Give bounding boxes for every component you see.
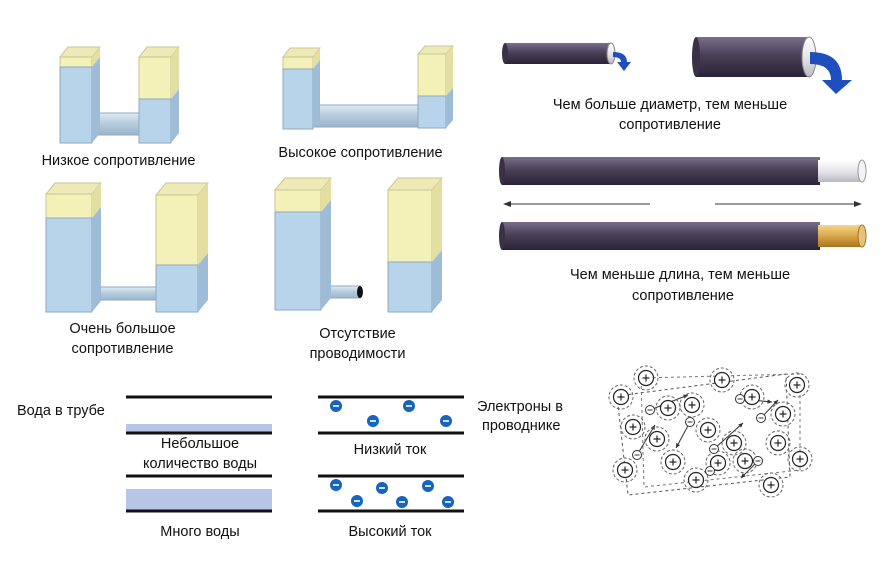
positive-ion [612, 457, 638, 483]
positive-ion [784, 372, 810, 398]
wire-thin [502, 42, 631, 71]
free-electron [705, 466, 715, 476]
positive-ion [644, 426, 670, 452]
positive-ion [633, 365, 659, 391]
electron-dot [330, 479, 342, 491]
free-electron [645, 405, 655, 415]
label-much-water: Много воды [160, 524, 240, 540]
length-dimension-line [503, 201, 862, 207]
electron-path-arrow [713, 422, 744, 450]
positive-ion [620, 414, 646, 440]
label-high-resistance: Высокое сопротивление [278, 145, 443, 161]
vessel-no-conductivity [273, 177, 444, 313]
label-no-conductivity-line1: Отсутствие [319, 326, 396, 342]
vessel-low-resistance [58, 46, 181, 144]
label-very-high-line2: сопротивление [71, 341, 174, 357]
free-electron [685, 417, 695, 427]
electron-dot [351, 495, 363, 507]
electron-dot [367, 415, 379, 427]
positive-ion [770, 401, 796, 427]
vessel-very-high-resistance [44, 182, 210, 313]
conductor-lattice [608, 365, 813, 498]
positive-ion [695, 417, 721, 443]
positive-ion [679, 392, 705, 418]
pipe-small-water [126, 395, 272, 435]
free-electron [753, 456, 763, 466]
electron-dot [440, 415, 452, 427]
vessel-high-resistance [281, 45, 455, 130]
positive-ion [758, 472, 784, 498]
label-low-current: Низкий ток [353, 442, 427, 458]
electron-dot [442, 496, 454, 508]
wire-thick [692, 36, 852, 94]
wire-short [499, 222, 867, 250]
label-diameter-line2: сопротивление [619, 117, 721, 133]
positive-ion [655, 395, 681, 421]
label-high-current: Высокий ток [348, 524, 432, 540]
pipe-much-water [126, 474, 272, 513]
electron-dot [422, 480, 434, 492]
label-no-conductivity-line2: проводимости [309, 346, 406, 362]
electrons-high-current [330, 479, 454, 508]
wire-long [499, 157, 867, 185]
label-electrons-line2: проводнике [482, 418, 561, 434]
label-low-resistance: Низкое сопротивление [41, 153, 196, 169]
positive-ion [787, 446, 813, 472]
positive-ion [683, 467, 709, 493]
electron-dot [396, 496, 408, 508]
label-small-water-line1: Небольшое [160, 436, 240, 452]
free-electron [709, 444, 719, 454]
label-very-high-line1: Очень большое [69, 321, 176, 337]
positive-ion [721, 430, 747, 456]
label-electrons-line1: Электроны в [477, 399, 563, 415]
free-electron [756, 413, 766, 423]
positive-ion [765, 430, 791, 456]
pipe-low-current [318, 395, 464, 435]
electrons-low-current [330, 400, 452, 427]
free-electron [632, 450, 642, 460]
positive-ion [709, 367, 735, 393]
pipe-high-current [318, 474, 464, 513]
positive-ion [608, 384, 634, 410]
label-water-in-pipe: Вода в трубе [17, 403, 105, 419]
electron-dot [403, 400, 415, 412]
electron-dot [376, 482, 388, 494]
positive-ion [705, 450, 731, 476]
positive-ion [660, 449, 686, 475]
label-length-line1: Чем меньше длина, тем меньше [569, 267, 791, 283]
label-diameter-line1: Чем больше диаметр, тем меньше [552, 97, 788, 113]
electron-dot [330, 400, 342, 412]
label-small-water-line2: количество воды [142, 456, 258, 472]
free-electron [735, 394, 745, 404]
label-length-line2: сопротивление [632, 288, 734, 304]
